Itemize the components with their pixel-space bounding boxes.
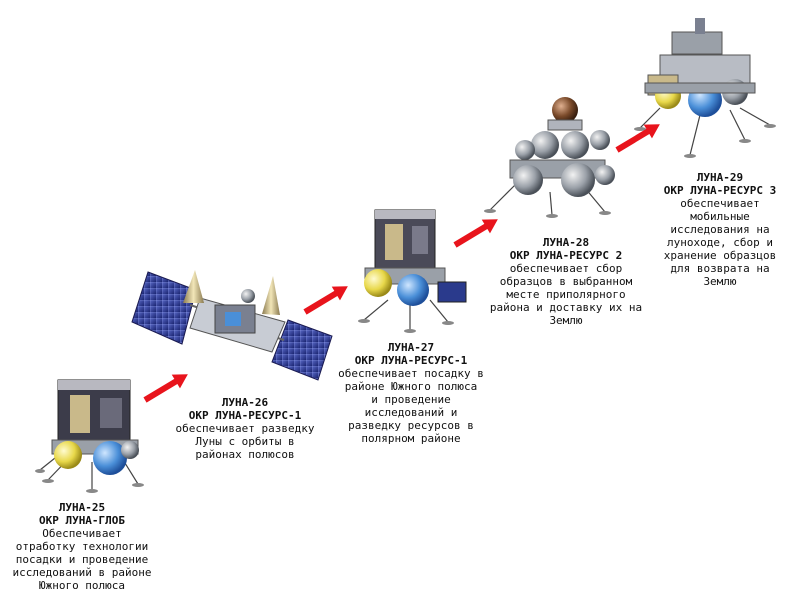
- luna-28-lander-image: [484, 97, 615, 218]
- mission-program: ОКР ЛУНА-РЕСУРС 2: [509, 249, 623, 262]
- mission-description: обеспечивает мобильные исследования на л…: [663, 197, 777, 288]
- mission-program: ОКР ЛУНА-РЕСУРС-1: [354, 354, 468, 367]
- mission-name: ЛУНА-28: [542, 236, 590, 249]
- arrow-25-to-26: [143, 374, 188, 403]
- mission-luna-25: ЛУНА-25 ОКР ЛУНА-ГЛОБ Обеспечивает отраб…: [2, 501, 162, 592]
- arrow-27-to-28: [453, 219, 498, 248]
- luna-27-lander-image: [358, 209, 467, 333]
- mission-name: ЛУНА-27: [387, 341, 435, 354]
- mission-program: ОКР ЛУНА-ГЛОБ: [38, 514, 126, 527]
- mission-description: Обеспечивает отработку технологии посадк…: [12, 527, 152, 592]
- luna-26-orbiter-image: [131, 270, 333, 381]
- mission-program: ОКР ЛУНА-РЕСУРС-1: [188, 409, 302, 422]
- mission-program: ОКР ЛУНА-РЕСУРС 3: [663, 184, 777, 197]
- mission-name: ЛУНА-26: [221, 396, 269, 409]
- arrow-28-to-29: [615, 124, 660, 153]
- luna-25-lander-image: [35, 379, 144, 493]
- luna-29-lander-image: [634, 18, 776, 158]
- mission-description: обеспечивает посадку в районе Южного пол…: [338, 367, 484, 445]
- mission-name: ЛУНА-25: [58, 501, 106, 514]
- mission-luna-27: ЛУНА-27 ОКР ЛУНА-РЕСУРС-1 обеспечивает п…: [330, 341, 492, 445]
- mission-name: ЛУНА-29: [696, 171, 744, 184]
- mission-luna-29: ЛУНА-29 ОКР ЛУНА-РЕСУРС 3 обеспечивает м…: [640, 171, 800, 288]
- mission-description: обеспечивает разведку Луны с орбиты в ра…: [175, 422, 315, 461]
- mission-luna-26: ЛУНА-26 ОКР ЛУНА-РЕСУРС-1 обеспечивает р…: [160, 396, 330, 461]
- arrow-26-to-27: [303, 286, 348, 315]
- mission-luna-28: ЛУНА-28 ОКР ЛУНА-РЕСУРС 2 обеспечивает с…: [482, 236, 650, 327]
- mission-description: обеспечивает сбор образцов в выбранном м…: [489, 262, 643, 327]
